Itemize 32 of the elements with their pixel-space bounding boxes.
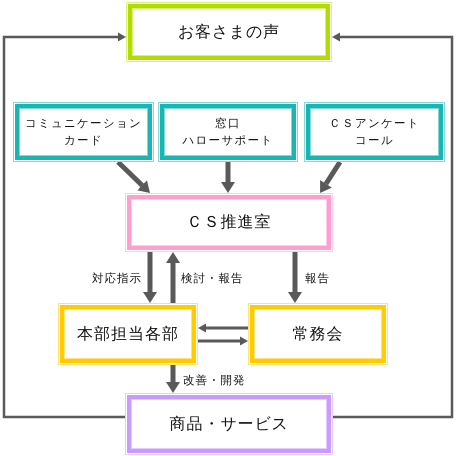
edge-label: 報告 [304, 270, 331, 286]
process-box [248, 303, 388, 365]
arrow [2, 32, 126, 418]
arrow [143, 252, 157, 303]
node-label: 本部担当各部 [77, 324, 179, 344]
arrow [332, 32, 454, 418]
arrow [166, 252, 180, 303]
arrow [198, 336, 248, 346]
node-label: 窓口 [215, 115, 241, 132]
arrow [198, 324, 248, 332]
node-label: コミュニケーションカード [24, 115, 142, 149]
edge-label: 対応指示 [91, 270, 143, 286]
arrow [320, 160, 342, 194]
arrow [221, 162, 235, 193]
process-box [125, 193, 333, 252]
process-box [58, 303, 198, 365]
process-box [158, 102, 298, 162]
node-label: 商品・サービス [170, 414, 288, 434]
node-label: ハローサポート [182, 132, 274, 149]
process-box [125, 393, 333, 455]
process-box [126, 2, 332, 62]
process-box [304, 102, 445, 162]
edge-label: 改善・開発 [182, 372, 246, 388]
node-label: ＣＳ推進室 [186, 212, 272, 233]
edge-label: 検討・報告 [180, 270, 244, 286]
node-label: 常務会 [292, 324, 344, 344]
node-label: お客さまの声 [178, 22, 280, 42]
arrow [116, 160, 150, 193]
arrow [288, 252, 302, 303]
arrow [166, 365, 180, 393]
node-label: ＣＳアンケートコール [328, 115, 420, 149]
process-box [13, 102, 154, 162]
